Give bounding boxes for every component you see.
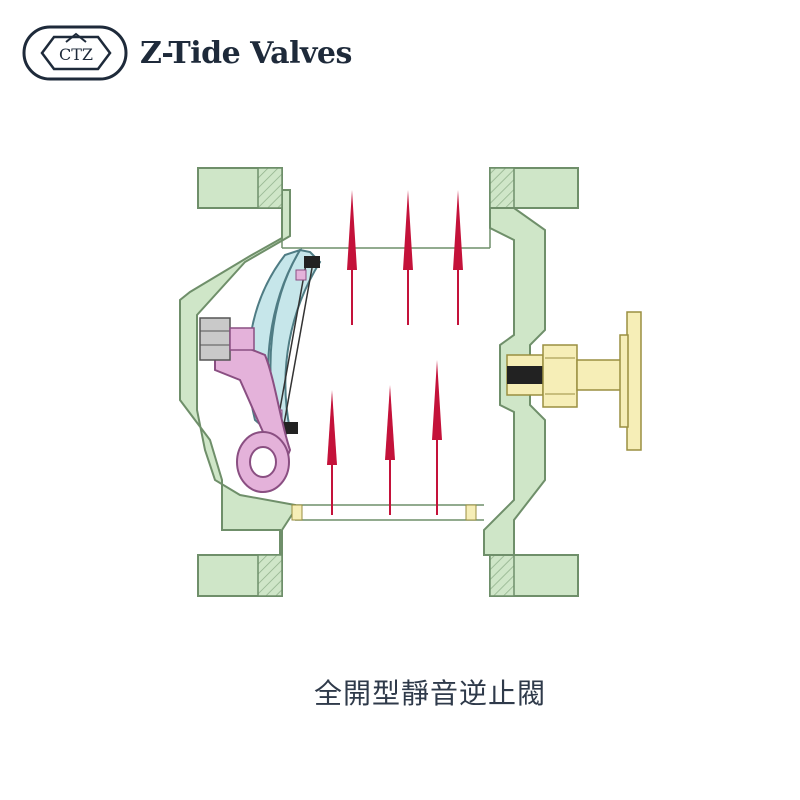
fitting-handwheel-inner — [619, 334, 629, 428]
top-right-flange-hatch — [489, 167, 515, 209]
seat-ring-right — [465, 504, 477, 521]
fitting-handwheel — [626, 311, 642, 451]
side-bypass-fitting — [506, 311, 642, 451]
disc-face-line-1 — [283, 267, 313, 425]
fitting-nut — [542, 344, 578, 408]
flow-arrows-upper — [347, 190, 463, 325]
fitting-bore — [507, 366, 543, 384]
flow-arrows-lower — [327, 360, 442, 515]
flow-arrow — [385, 385, 395, 460]
disc-pink-top — [295, 269, 307, 281]
hinge-pin — [229, 327, 255, 351]
flow-arrow — [327, 390, 337, 465]
flow-arrow — [432, 360, 442, 440]
disc-seal-bottom — [282, 422, 298, 434]
disc-seal-top — [304, 256, 320, 268]
brand-name: Z-Tide Valves — [140, 35, 352, 71]
brand-header: CTZ Z-Tide Valves — [22, 22, 352, 84]
logo-letters: CTZ — [59, 45, 93, 64]
top-left-flange-hatch — [257, 167, 283, 209]
flow-arrow — [403, 190, 413, 270]
bottom-left-flange-hatch — [257, 554, 283, 597]
company-logo: CTZ — [22, 25, 128, 81]
flow-arrow — [453, 190, 463, 270]
flow-arrow — [347, 190, 357, 270]
disc-face-line-2 — [277, 263, 307, 421]
arm-counterweight-hole — [249, 446, 277, 478]
hinge-nut — [199, 317, 231, 361]
bottom-right-flange-hatch — [489, 554, 515, 597]
valve-diagram — [179, 167, 642, 597]
diagram-caption: 全開型靜音逆止閥 — [313, 677, 546, 710]
seat-ring-left — [291, 504, 303, 521]
